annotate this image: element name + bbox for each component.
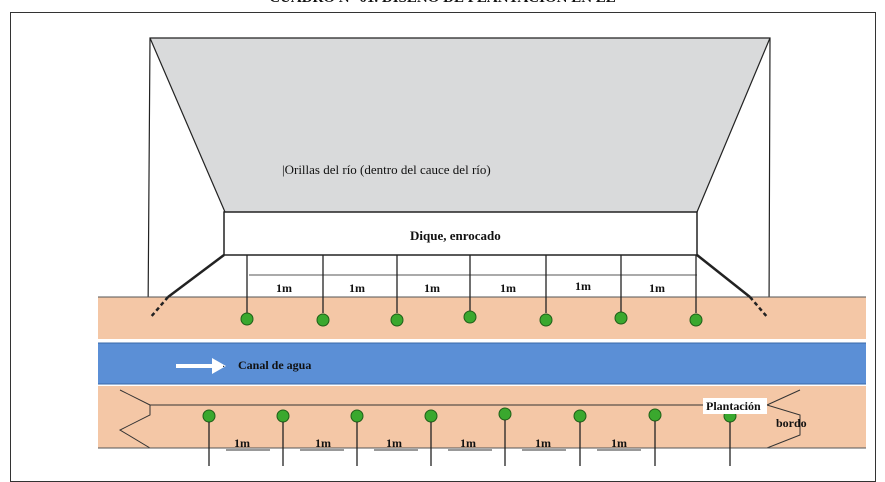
dike-slope-left xyxy=(167,254,225,298)
lower-spacing-label: 1m xyxy=(386,436,402,450)
upper-spacing-label: 1m xyxy=(349,281,365,295)
strip-left-diag-top xyxy=(119,389,151,406)
plant-dot-icon xyxy=(463,310,477,324)
lower-bank xyxy=(98,386,866,448)
plant-dot-icon xyxy=(390,313,404,327)
riverbank-label: |Orillas del río (dentro del cauce del r… xyxy=(282,162,491,177)
river-area xyxy=(150,38,770,212)
river-outline xyxy=(147,37,771,319)
lower-spacing: 1m 1m 1m 1m 1m 1m xyxy=(226,436,641,451)
plant-dot-icon xyxy=(573,409,587,423)
plant-dot-icon xyxy=(539,313,553,327)
canal-label: Canal de agua xyxy=(238,358,311,372)
lower-spacing-label: 1m xyxy=(611,436,627,450)
dike-slope-right xyxy=(696,254,751,298)
upper-spacing-label: 1m xyxy=(276,281,292,295)
upper-spacing-label: 1m xyxy=(575,279,591,293)
dike-label: Dique, enrocado xyxy=(410,228,501,243)
plant-dot-icon xyxy=(648,408,662,422)
plant-dot-icon xyxy=(689,313,703,327)
plantation-label: Plantación xyxy=(706,399,761,413)
svg-text:·: · xyxy=(222,362,225,373)
plant-dot-icon xyxy=(614,311,628,325)
plant-dot-icon xyxy=(316,313,330,327)
dike-slope-left-dash xyxy=(149,296,169,319)
river-edge-left xyxy=(149,37,226,213)
border-label: bordo xyxy=(776,416,807,430)
river-edge-right xyxy=(696,37,771,213)
upper-plants xyxy=(240,255,703,327)
plant-dot-icon xyxy=(240,312,254,326)
dike-slope-right-dash xyxy=(749,296,769,319)
upper-bank xyxy=(98,297,866,339)
plant-dot-icon xyxy=(350,409,364,423)
plant-dot-icon xyxy=(498,407,512,421)
plant-dot-icon xyxy=(276,409,290,423)
lower-plants xyxy=(202,407,737,466)
plant-dot-icon xyxy=(424,409,438,423)
upper-spacing-label: 1m xyxy=(649,281,665,295)
water-canal xyxy=(98,343,866,384)
upper-spacing-label: 1m xyxy=(424,281,440,295)
plantation-label-box xyxy=(703,398,767,414)
lower-spacing-label: 1m xyxy=(535,436,551,450)
upper-spacing-label: 1m xyxy=(500,281,516,295)
diagram-title: CUADRO N° 01. DISEÑO DE PLANTACIÓN EN EL xyxy=(0,0,885,10)
dike xyxy=(223,211,698,256)
lower-spacing-label: 1m xyxy=(315,436,331,450)
plant-dot-icon xyxy=(202,409,216,423)
strip-right-diag-top xyxy=(766,389,801,406)
lower-spacing-label: 1m xyxy=(234,436,250,450)
lower-spacing-label: 1m xyxy=(460,436,476,450)
arrow-right-icon: · xyxy=(176,358,226,374)
